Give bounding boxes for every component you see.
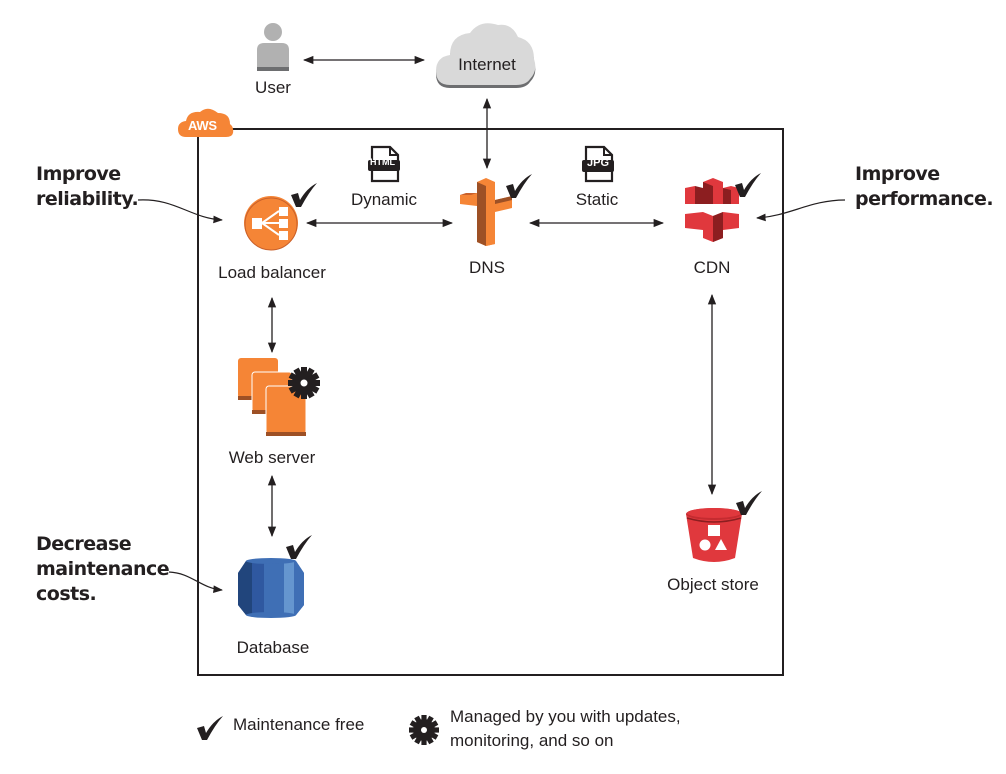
annotation-maintenance: Decrease maintenance costs.: [36, 532, 170, 607]
object-store-label: Object store: [667, 575, 759, 594]
annotation-arrow-performance: [756, 199, 846, 222]
bucket-icon: [686, 508, 742, 562]
annotation-reliability-line2: reliability.: [36, 188, 139, 210]
check-icon-database: [286, 535, 312, 559]
annotation-maintenance-line3: costs.: [36, 583, 97, 605]
dns-route-icon: [460, 178, 512, 246]
aws-cloud-badge: [178, 108, 234, 137]
database-icon: [238, 558, 304, 618]
annotation-arrow-maintenance: [168, 571, 223, 594]
load-balancer-icon: [244, 196, 298, 251]
cdn-icon: [685, 178, 739, 242]
dynamic-edge-label: Dynamic: [350, 190, 418, 209]
annotation-maintenance-line1: Decrease: [36, 533, 132, 555]
annotation-performance-line1: Improve: [855, 163, 940, 185]
annotation-arrow-reliability: [137, 199, 223, 224]
annotation-performance-line2: performance.: [855, 188, 994, 210]
cloud-icon: [436, 23, 536, 88]
annotation-reliability: Improve reliability.: [36, 162, 139, 212]
web-server-icon: [238, 358, 307, 436]
internet-label: Internet: [458, 55, 516, 74]
legend-managed-line1: Managed by you with updates,: [450, 707, 681, 726]
dns-label: DNS: [469, 258, 505, 277]
html-file-icon: [368, 145, 400, 183]
load-balancer-label: Load balancer: [218, 263, 326, 282]
static-edge-label: Static: [575, 190, 619, 209]
aws-label: AWS: [188, 118, 217, 133]
check-icon-dns: [506, 174, 532, 198]
jpg-badge-text: JPG: [587, 157, 610, 169]
check-icon-load-balancer: [291, 183, 317, 207]
legend-managed-by-you: Managed by you with updates, monitoring,…: [450, 705, 681, 753]
jpg-file-icon: [582, 145, 614, 183]
check-icon-object-store: [736, 491, 762, 515]
annotation-performance: Improve performance.: [855, 162, 994, 212]
annotation-maintenance-line2: maintenance: [36, 558, 170, 580]
legend-managed-line2: monitoring, and so on: [450, 731, 614, 750]
legend-gear-icon: [409, 715, 439, 745]
legend-check-icon: [197, 716, 223, 740]
user-label: User: [255, 78, 291, 97]
cdn-label: CDN: [693, 258, 731, 277]
legend-maintenance-free: Maintenance free: [233, 715, 365, 734]
annotation-reliability-line1: Improve: [36, 163, 121, 185]
user-icon: [257, 23, 289, 71]
gear-icon-web-server: [288, 367, 320, 399]
web-server-label: Web server: [228, 448, 316, 467]
check-icon-cdn: [735, 173, 761, 197]
html-badge-text: HTML: [370, 157, 395, 167]
database-label: Database: [236, 638, 310, 657]
